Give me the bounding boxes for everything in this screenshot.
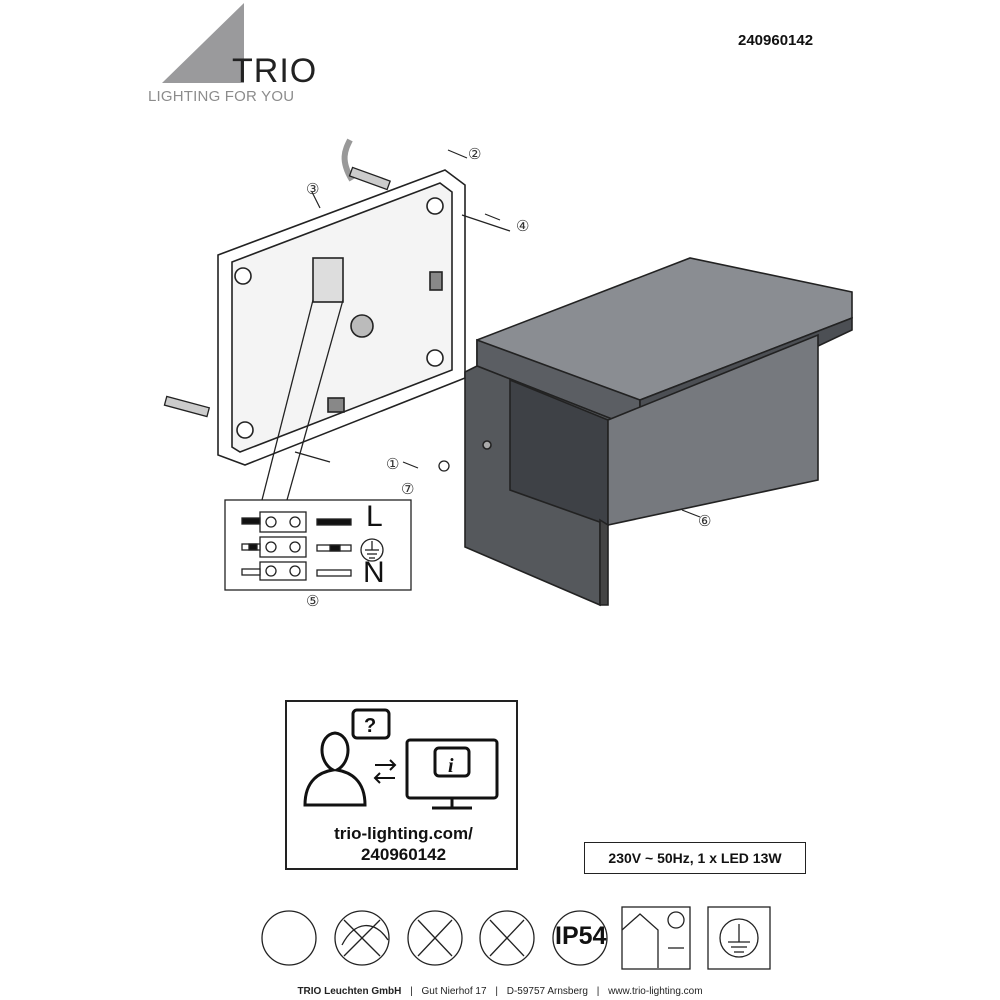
driver-not-replaceable-icon [479,910,535,966]
ip-rating-label: IP54 [555,922,607,950]
logo-tagline: LIGHTING FOR YOU [148,88,295,105]
support-url-line1[interactable]: trio-lighting.com/ [334,824,473,843]
logo-triangle [162,3,244,83]
callout-2: ② [468,146,482,163]
svg-text:?: ? [364,715,376,737]
footer-company: TRIO Leuchten GmbH [297,986,402,997]
footer-separator: | [495,986,498,997]
callout-5: ⑤ [306,593,320,610]
support-box: trio-lighting.com/ 240960142 [285,700,518,870]
min-distance-icon [261,910,317,966]
svg-text:i: i [448,755,454,777]
wiring-inset [224,499,412,591]
footer-web[interactable]: www.trio-lighting.com [608,986,703,997]
article-number: 240960142 [738,32,814,49]
wall-lamp [464,257,853,607]
support-url-line2[interactable]: 240960142 [360,845,447,864]
footer: TRIO Leuchten GmbH | Gut Nierhof 17 | D-… [0,986,1000,997]
wire-label-live: L [366,500,383,533]
footer-separator: | [596,986,600,997]
symbols-row [261,906,771,970]
callout-6: ⑥ [698,513,712,530]
callout-7: ⑦ [401,481,415,498]
wall-dowels [163,166,511,472]
arrows [311,149,701,518]
exchange-arrows-icon [373,759,397,784]
person-question-icon [303,731,367,807]
callout-4: ④ [516,218,530,235]
protection-class-1-icon [707,906,771,970]
footer-city: D-59757 Arnsberg [506,986,588,997]
callout-1: ① [386,456,400,473]
footer-street: Gut Nierhof 17 [421,986,487,997]
wire-label-neutral: N [363,556,385,589]
ip-rating-icon [552,910,608,966]
callout-3: ③ [306,181,320,198]
not-covered-icon [334,910,390,966]
footer-separator: | [410,986,413,997]
leader-lines [261,299,344,501]
electrical-spec: 230V ~ 50Hz, 1 x LED 13W [584,842,806,874]
logo-name: TRIO [232,52,318,90]
mounting-plate [217,138,466,466]
indoor-outdoor-icon [621,906,691,970]
support-icons: ? i [303,708,499,810]
led-not-replaceable-icon [407,910,463,966]
